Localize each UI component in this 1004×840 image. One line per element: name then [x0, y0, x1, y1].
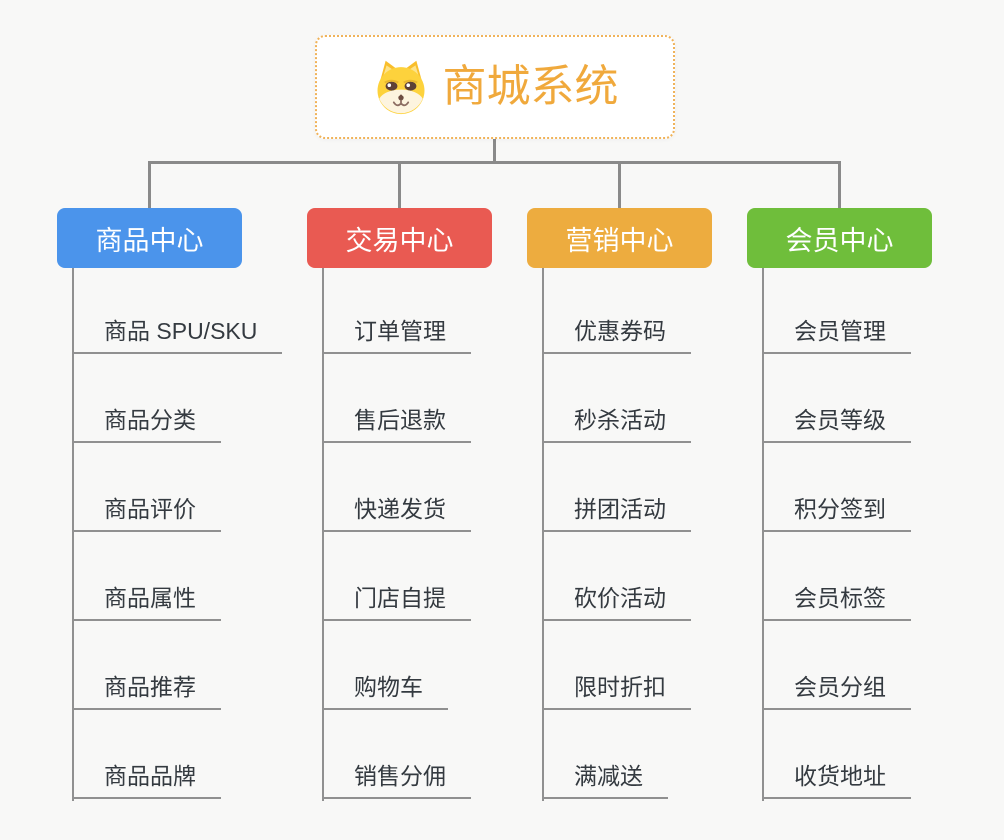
subtopic-1-4[interactable]: 商品属性: [72, 583, 221, 621]
subtopic-4-3[interactable]: 积分签到: [762, 494, 911, 532]
subtopic-1-3[interactable]: 商品评价: [72, 494, 221, 532]
subtopic-3-6[interactable]: 满减送: [542, 761, 668, 799]
branch-topic-label: 营销中心: [565, 225, 674, 256]
subtopic-3-5[interactable]: 限时折扣: [542, 672, 691, 710]
subtopic-3-1[interactable]: 优惠券码: [542, 316, 691, 354]
branch-topic-product-center[interactable]: 商品中心: [57, 208, 242, 268]
trunk-product-center: [72, 268, 74, 801]
connector-drop-4: [838, 161, 841, 209]
subtopic-3-2[interactable]: 秒杀活动: [542, 405, 691, 443]
connector-bus: [148, 161, 841, 164]
subtopic-3-3[interactable]: 拼团活动: [542, 494, 691, 532]
subtopic-2-4[interactable]: 门店自提: [322, 583, 471, 621]
subtopic-4-1[interactable]: 会员管理: [762, 316, 911, 354]
subtopic-1-1[interactable]: 商品 SPU/SKU: [72, 316, 283, 354]
subtopic-4-4[interactable]: 会员标签: [762, 583, 911, 621]
subtopic-4-5[interactable]: 会员分组: [762, 672, 911, 710]
branch-topic-label: 商品中心: [95, 225, 204, 256]
subtopic-2-2[interactable]: 售后退款: [322, 405, 471, 443]
subtopic-3-4[interactable]: 砍价活动: [542, 583, 691, 621]
subtopic-4-6[interactable]: 收货地址: [762, 761, 911, 799]
dog-icon: [372, 59, 430, 115]
connector-root-stem: [493, 139, 496, 164]
subtopic-1-6[interactable]: 商品品牌: [72, 761, 221, 799]
branch-topic-label: 交易中心: [345, 225, 454, 256]
subtopic-2-6[interactable]: 销售分佣: [322, 761, 471, 799]
root-topic-label: 商城系统: [442, 62, 619, 111]
subtopic-2-1[interactable]: 订单管理: [322, 316, 471, 354]
trunk-marketing-center: [542, 268, 544, 801]
root-topic[interactable]: 商城系统: [315, 35, 675, 139]
branch-topic-marketing-center[interactable]: 营销中心: [527, 208, 712, 268]
subtopic-1-2[interactable]: 商品分类: [72, 405, 221, 443]
connector-drop-1: [148, 161, 151, 209]
subtopic-2-3[interactable]: 快递发货: [322, 494, 471, 532]
subtopic-4-2[interactable]: 会员等级: [762, 405, 911, 443]
branch-topic-label: 会员中心: [785, 225, 894, 256]
connector-drop-3: [618, 161, 621, 209]
subtopic-2-5[interactable]: 购物车: [322, 672, 448, 710]
connector-drop-2: [398, 161, 401, 209]
branch-topic-trade-center[interactable]: 交易中心: [307, 208, 492, 268]
subtopic-1-5[interactable]: 商品推荐: [72, 672, 221, 710]
trunk-member-center: [762, 268, 764, 801]
branch-topic-member-center[interactable]: 会员中心: [747, 208, 932, 268]
trunk-trade-center: [322, 268, 324, 801]
